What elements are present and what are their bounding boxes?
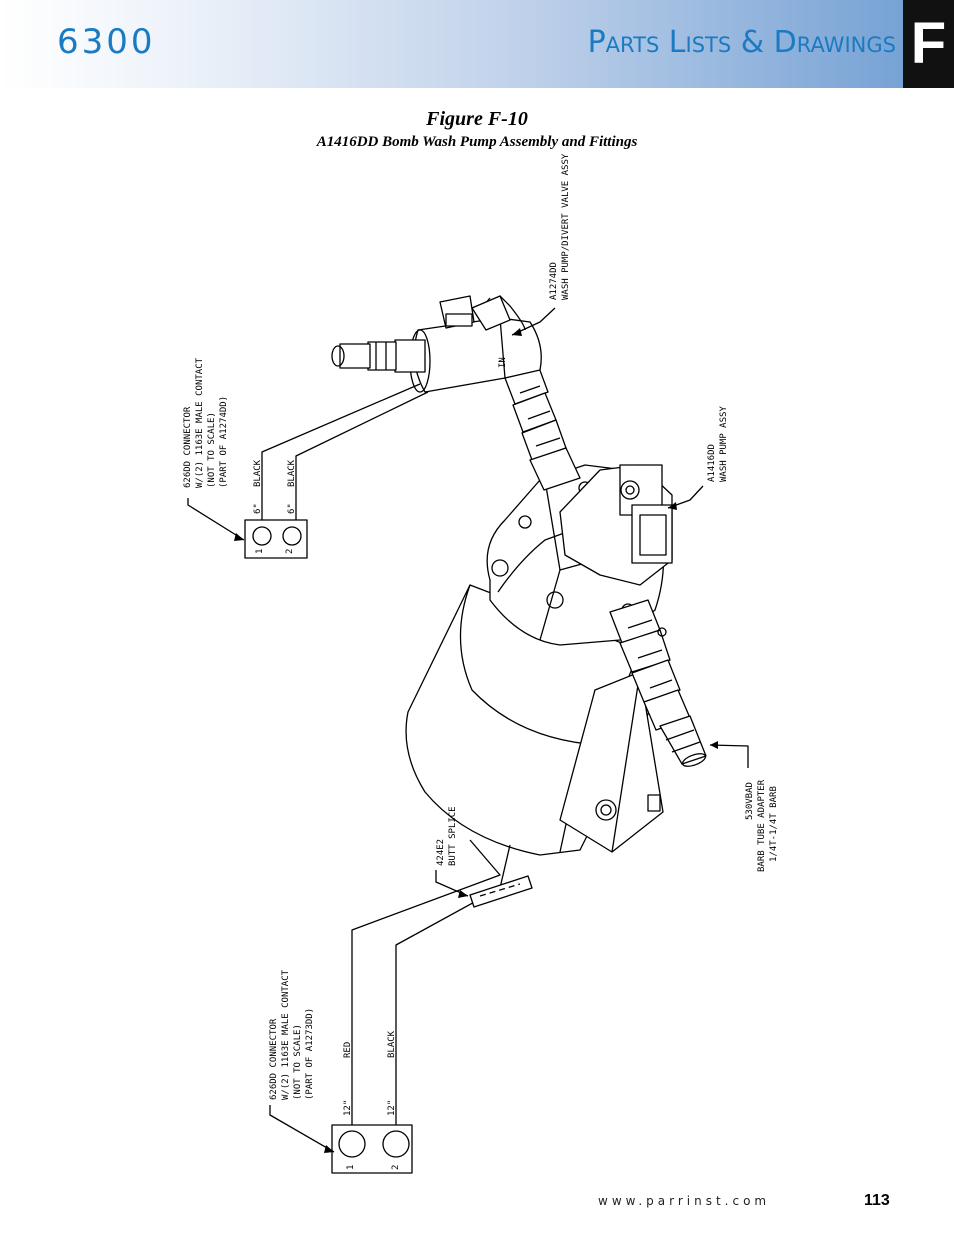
top-wire1-color: BLACK bbox=[253, 459, 263, 487]
bottom-wire2-color: BLACK bbox=[387, 1030, 397, 1058]
connector-bottom bbox=[331, 1124, 413, 1174]
top-connector-leader bbox=[187, 498, 245, 541]
pump-desc-label: WASH PUMP ASSY bbox=[719, 406, 729, 482]
top-wire1-length: 6" bbox=[253, 503, 263, 514]
motor-wire-red bbox=[351, 839, 501, 1130]
top-pin1: 1 bbox=[255, 549, 265, 554]
pump-part-label: A1416DD bbox=[707, 444, 717, 482]
inlet-fitting-stack bbox=[504, 364, 581, 491]
top-wire2-color: BLACK bbox=[287, 459, 297, 487]
bottom-connector-line3: (NOT TO SCALE) bbox=[293, 1024, 303, 1100]
divert-valve bbox=[331, 295, 542, 393]
bottom-connector-leader bbox=[269, 1105, 335, 1153]
adapter-desc1-label: BARB TUBE ADAPTER bbox=[757, 779, 767, 872]
bottom-pin2: 2 bbox=[391, 1165, 401, 1170]
bottom-connector-line1: 626DD CONNECTOR bbox=[269, 1018, 279, 1100]
adapter-desc2-label: 1/4T-1/4T BARB bbox=[769, 786, 779, 862]
top-connector-line2: W/(2) 1163E MALE CONTACT bbox=[195, 357, 205, 488]
top-wire2-length: 6" bbox=[287, 503, 297, 514]
splice-leader bbox=[435, 870, 469, 897]
top-connector-line1: 626DD CONNECTOR bbox=[183, 406, 193, 488]
footer-url: www.parrinst.com bbox=[598, 1194, 771, 1208]
valve-in-label: IN bbox=[498, 357, 508, 368]
section-tab: F bbox=[903, 0, 954, 88]
splice-part-label: 424E2 bbox=[436, 839, 446, 866]
barb-tube-adapter bbox=[659, 715, 707, 767]
bottom-wire2-length: 12" bbox=[387, 1100, 397, 1116]
valve-wire-2 bbox=[295, 391, 429, 520]
top-connector-line3: (NOT TO SCALE) bbox=[207, 412, 217, 488]
adapter-part-label: 530VBAD bbox=[745, 782, 755, 820]
bottom-wire1-length: 12" bbox=[343, 1100, 353, 1116]
page-number: 113 bbox=[864, 1192, 890, 1209]
valve-leader bbox=[511, 307, 556, 336]
adapter-leader bbox=[709, 744, 749, 768]
figure-title: Figure F-10 bbox=[426, 108, 528, 130]
connector-top bbox=[244, 519, 308, 559]
splice-desc-label: BUTT SPLICE bbox=[448, 806, 458, 866]
top-connector-line4: (PART OF A1274DD) bbox=[219, 396, 229, 488]
bottom-connector-line4: (PART OF A1273DD) bbox=[305, 1008, 315, 1100]
bottom-pin1: 1 bbox=[346, 1165, 356, 1170]
bottom-connector-line2: W/(2) 1163E MALE CONTACT bbox=[281, 969, 291, 1100]
section-title: Parts Lists & Drawings bbox=[587, 25, 896, 60]
terminal-block bbox=[559, 464, 673, 586]
outlet-fitting-stack bbox=[609, 599, 691, 731]
page-header: 6300 Parts Lists & Drawings F bbox=[0, 0, 954, 88]
valve-part-label: A1274DD bbox=[549, 262, 559, 300]
model-number: 6300 bbox=[57, 22, 156, 62]
valve-wire-1 bbox=[261, 383, 421, 520]
valve-desc-label: WASH PUMP/DIVERT VALVE ASSY bbox=[561, 153, 571, 300]
motor-wire-black bbox=[395, 844, 511, 1130]
butt-splice bbox=[469, 875, 533, 908]
figure-subtitle: A1416DD Bomb Wash Pump Assembly and Fitt… bbox=[316, 134, 638, 150]
bottom-wire1-color: RED bbox=[343, 1042, 353, 1058]
top-pin2: 2 bbox=[285, 549, 295, 554]
